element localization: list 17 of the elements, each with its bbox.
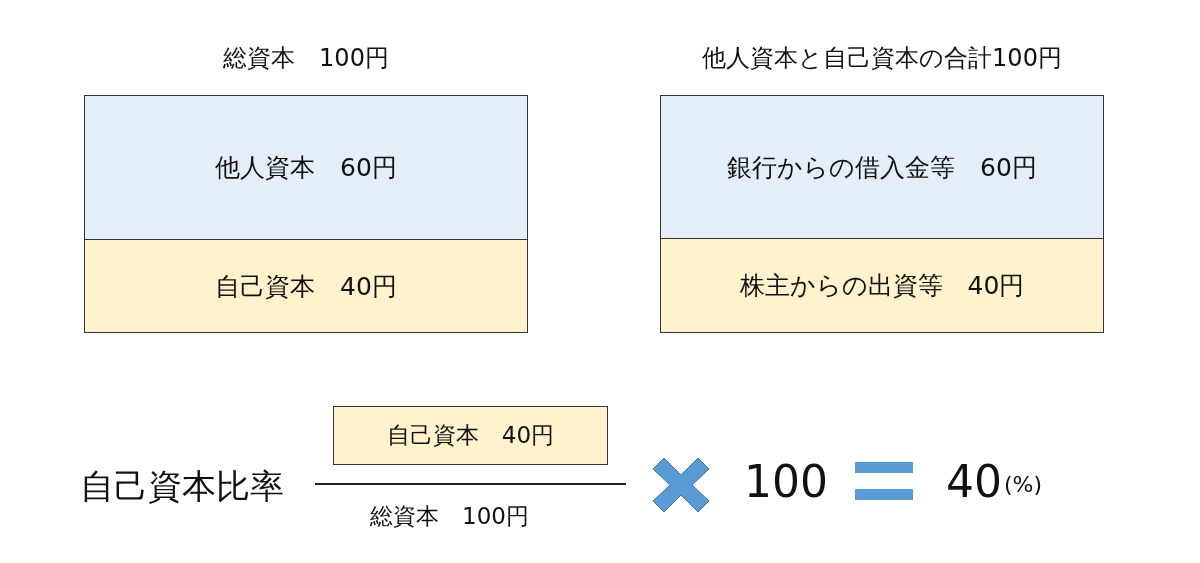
formula-term: 自己資本比率 xyxy=(80,466,284,507)
segment-label: 他人資本 60円 xyxy=(215,152,397,184)
column-heading: 他人資本と自己資本の合計100円 xyxy=(701,43,1063,74)
segment-label: 自己資本 40円 xyxy=(215,270,397,303)
bar-segment xyxy=(84,95,528,240)
formula-box xyxy=(333,406,608,465)
multiplier-number: 100 xyxy=(744,456,828,509)
segment-label: 株主からの出資等 40円 xyxy=(739,270,1025,302)
unit-label: (%) xyxy=(1004,472,1043,499)
result-value: 40 xyxy=(946,456,1002,509)
bar-segment xyxy=(660,238,1104,333)
segment-label: 銀行からの借入金等 60円 xyxy=(727,151,1037,184)
denominator-text: 総資本 100円 xyxy=(370,503,529,531)
bar-segment xyxy=(660,95,1104,239)
numerator-text: 自己資本 40円 xyxy=(386,421,555,450)
column-heading: 総資本 100円 xyxy=(222,43,390,74)
bar-segment xyxy=(84,239,528,333)
